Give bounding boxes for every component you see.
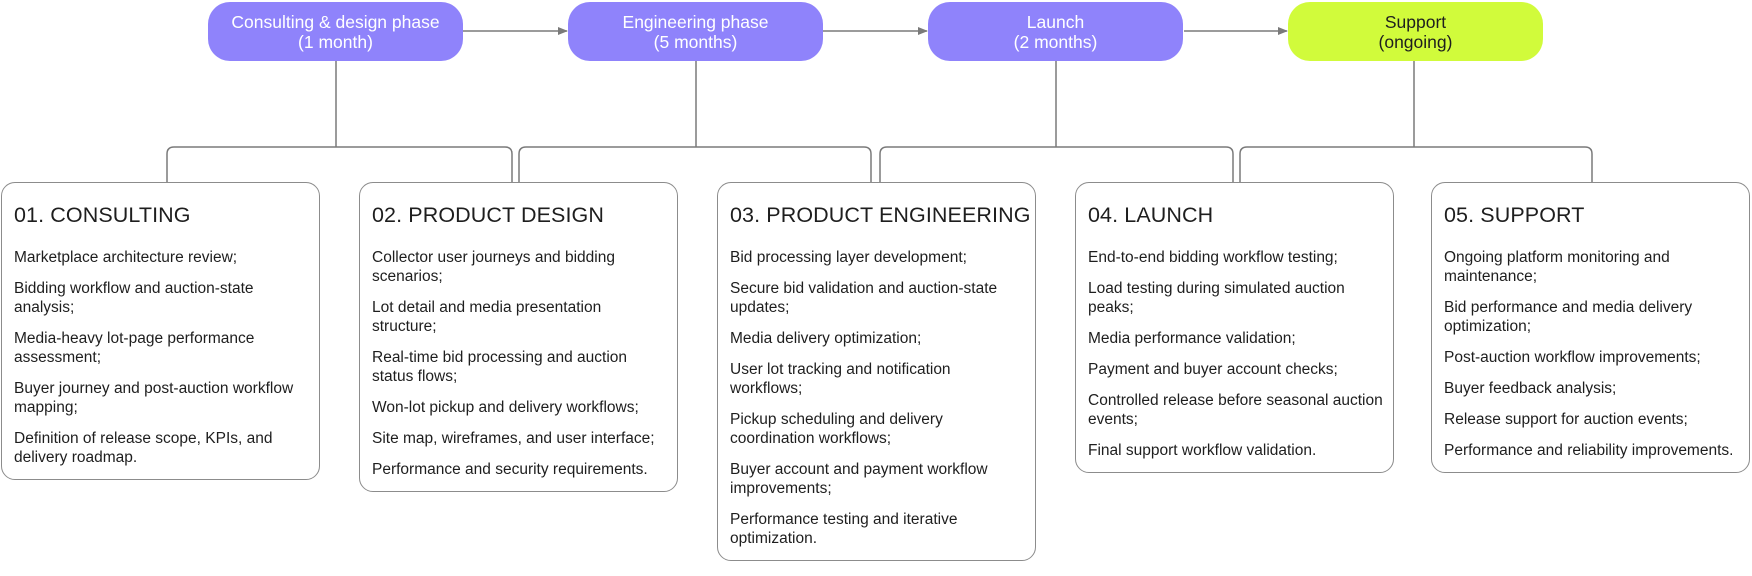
list-item: User lot tracking and notification workf… (730, 361, 951, 397)
bracket-consulting-design (166, 61, 513, 182)
card-product-engineering: 03. PRODUCT ENGINEERING Bid processing l… (717, 182, 1036, 561)
list-item: Secure bid validation and auction-state … (730, 280, 998, 316)
bracket-launch (879, 61, 1234, 182)
list-item: Media delivery optimization; (730, 330, 922, 347)
list-item: Controlled release before seasonal aucti… (1088, 392, 1383, 428)
card-consulting: 01. CONSULTING Marketplace architecture … (1, 182, 320, 480)
phase-name: Engineering phase (622, 11, 769, 32)
list-item: Load testing during simulated auction pe… (1088, 280, 1345, 316)
phase-support: Support (ongoing) (1288, 2, 1543, 61)
card-product-design: 02. PRODUCT DESIGN Collector user journe… (359, 182, 678, 492)
bracket-support (1239, 61, 1593, 182)
card-title: 05. SUPPORT (1444, 203, 1585, 227)
list-item: Media performance validation; (1088, 330, 1296, 347)
list-item: Collector user journeys and bidding scen… (372, 249, 615, 285)
list-item: Payment and buyer account checks; (1088, 361, 1338, 378)
phase-consulting-design: Consulting & design phase (1 month) (208, 2, 463, 61)
bracket-engineering (518, 61, 872, 182)
phase-engineering: Engineering phase (5 months) (568, 2, 823, 61)
list-item: Bidding workflow and auction-state analy… (14, 280, 254, 316)
card-item-list: Bid processing layer development; Secure… (730, 248, 1025, 548)
phase-name: Support (1384, 11, 1447, 32)
list-item: Pickup scheduling and delivery coordinat… (730, 411, 943, 447)
phase-launch: Launch (2 months) (928, 2, 1183, 61)
card-support: 05. SUPPORT Ongoing platform monitoring … (1431, 182, 1750, 473)
list-item: Buyer journey and post-auction workflow … (14, 380, 294, 416)
card-item-list: Marketplace architecture review; Bidding… (14, 248, 309, 467)
list-item: Ongoing platform monitoring and maintena… (1444, 249, 1670, 285)
list-item: Bid processing layer development; (730, 249, 967, 266)
list-item: Bid performance and media delivery optim… (1444, 299, 1693, 335)
list-item: Definition of release scope, KPIs, and d… (14, 430, 273, 466)
phase-duration: (5 months) (653, 31, 738, 52)
list-item: Media-heavy lot-page performance assessm… (14, 330, 255, 366)
phase-name: Launch (1026, 11, 1085, 32)
card-item-list: Collector user journeys and bidding scen… (372, 248, 667, 479)
list-item: Performance and reliability improvements… (1444, 442, 1734, 459)
phase-duration: (2 months) (1013, 31, 1098, 52)
card-item-list: End-to-end bidding workflow testing; Loa… (1088, 248, 1383, 460)
list-item: Performance and security requirements. (372, 461, 648, 478)
list-item: End-to-end bidding workflow testing; (1088, 249, 1338, 266)
phase-duration: (ongoing) (1378, 31, 1453, 52)
phase-duration: (1 month) (298, 31, 373, 52)
card-title: 03. PRODUCT ENGINEERING (730, 203, 1031, 227)
card-title: 01. CONSULTING (14, 203, 191, 227)
list-item: Site map, wireframes, and user interface… (372, 430, 655, 447)
list-item: Won-lot pickup and delivery workflows; (372, 399, 639, 416)
card-title: 04. LAUNCH (1088, 203, 1214, 227)
list-item: Post-auction workflow improvements; (1444, 349, 1701, 366)
list-item: Final support workflow validation. (1088, 442, 1317, 459)
phase-name: Consulting & design phase (231, 11, 440, 32)
card-item-list: Ongoing platform monitoring and maintena… (1444, 248, 1739, 460)
list-item: Real-time bid processing and auction sta… (372, 349, 628, 385)
list-item: Buyer account and payment workflow impro… (730, 461, 988, 497)
list-item: Buyer feedback analysis; (1444, 380, 1617, 397)
list-item: Performance testing and iterative optimi… (730, 511, 958, 547)
list-item: Marketplace architecture review; (14, 249, 238, 266)
list-item: Release support for auction events; (1444, 411, 1688, 428)
card-launch: 04. LAUNCH End-to-end bidding workflow t… (1075, 182, 1394, 473)
list-item: Lot detail and media presentation struct… (372, 299, 602, 335)
card-title: 02. PRODUCT DESIGN (372, 203, 604, 227)
